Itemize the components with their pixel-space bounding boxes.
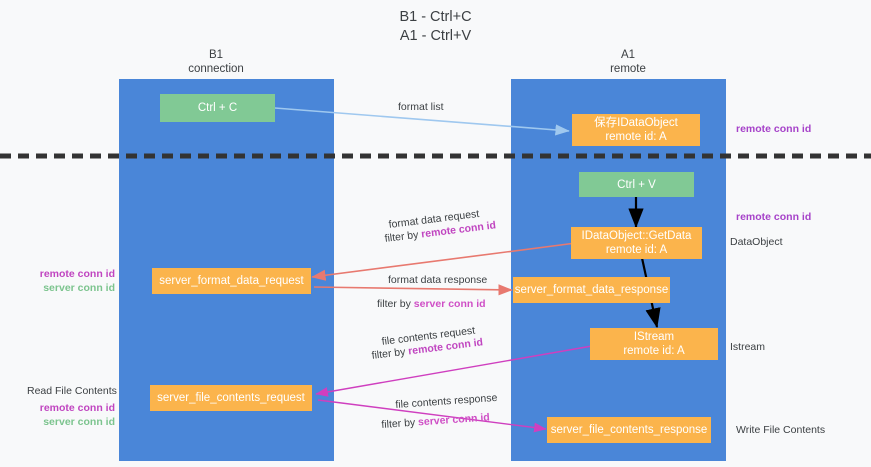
node-virtual-dataobject-line2: remote id: A: [605, 131, 667, 143]
legend-remote-conn-id: remote conn id: [39, 268, 115, 280]
node-server-file-contents-response-label: server_file_contents_response: [550, 424, 708, 436]
column-caption-b1-top: B1: [208, 49, 224, 61]
annotation-write-file-contents-text: Write File Contents: [736, 424, 826, 436]
title-line-2: A1 - Ctrl+V: [399, 28, 472, 44]
node-istream[interactable]: IStream remote id: A: [590, 328, 718, 360]
legend-conn-ids-bottom: remote conn id server conn id: [0, 402, 115, 429]
edge-label-format-list-text: format list: [398, 101, 444, 113]
annotation-istream: Istream: [730, 341, 765, 355]
column-caption-b1-bottom: connection: [188, 63, 244, 75]
edge-label-file-contents-response-text: file contents response: [395, 391, 498, 411]
column-caption-a1-top: A1: [620, 49, 636, 61]
annotation-write-file-contents: Write File Contents: [736, 424, 825, 438]
annotation-read-file-contents: Read File Contents: [27, 385, 117, 399]
column-caption-b1: B1 connection: [126, 48, 306, 76]
node-server-file-contents-response[interactable]: server_file_contents_response: [547, 417, 711, 443]
legend-conn-ids-middle: remote conn id server conn id: [0, 268, 115, 295]
annotation-read-file-contents-text: Read File Contents: [27, 385, 117, 397]
legend-server-conn-id: server conn id: [43, 415, 115, 428]
node-server-format-data-request-label: server_format_data_request: [159, 275, 304, 287]
node-virtual-dataobject[interactable]: 保存IDataObject remote id: A: [572, 114, 700, 146]
annotation-dataobject-text: DataObject: [730, 236, 783, 248]
edge-label-format-data-response-filter: filter by server conn id: [377, 298, 486, 312]
annotation-dataobject: DataObject: [730, 236, 783, 250]
annotation-remote-conn-id-top-text: remote conn id: [736, 123, 812, 135]
node-server-format-data-response-label: server_format_data_response: [514, 284, 669, 296]
edge-label-file-contents-response: file contents response: [395, 392, 498, 413]
annotation-remote-conn-id-mid-text: remote conn id: [736, 211, 812, 223]
edge-label-format-data-response: format data response: [388, 274, 487, 288]
node-server-file-contents-request[interactable]: server_file_contents_request: [150, 385, 312, 411]
filter-prefix: filter by: [377, 298, 414, 310]
page-title: B1 - Ctrl+C A1 - Ctrl+V: [0, 8, 871, 46]
column-caption-a1-bottom: remote: [610, 63, 646, 75]
filter-prefix: filter by: [381, 416, 419, 431]
node-server-file-contents-request-label: server_file_contents_request: [157, 392, 305, 404]
title-line-1: B1 - Ctrl+C: [399, 9, 472, 25]
node-idataobject-getdata-line2: remote id: A: [605, 244, 668, 256]
edge-label-file-contents-response-filter: filter by server conn id: [381, 411, 490, 432]
column-caption-a1: A1 remote: [538, 48, 718, 76]
filter-prefix: filter by: [371, 345, 409, 362]
filter-key-server-conn-id: server conn id: [413, 298, 486, 310]
node-istream-line2: remote id: A: [623, 345, 685, 357]
node-virtual-dataobject-line1: 保存IDataObject: [594, 117, 678, 129]
annotation-istream-text: Istream: [730, 341, 766, 353]
filter-key-server-conn-id: server conn id: [417, 411, 491, 429]
annotation-remote-conn-id-top: remote conn id: [736, 123, 811, 137]
node-ctrl-c-line1: Ctrl + C: [197, 102, 238, 114]
edge-label-format-list: format list: [398, 101, 444, 115]
node-ctrl-v-line1: Ctrl + V: [617, 178, 656, 191]
node-idataobject-getdata-line1: IDataObject::GetData: [581, 230, 692, 242]
legend-remote-conn-id: remote conn id: [39, 402, 115, 414]
node-server-format-data-response[interactable]: server_format_data_response: [513, 277, 670, 303]
node-idataobject-getdata[interactable]: IDataObject::GetData remote id: A: [571, 227, 702, 259]
edge-label-format-data-response-text: format data response: [388, 274, 488, 286]
node-server-format-data-request[interactable]: server_format_data_request: [152, 268, 311, 294]
legend-server-conn-id: server conn id: [43, 281, 115, 294]
annotation-remote-conn-id-mid: remote conn id: [736, 211, 811, 225]
node-istream-line1: IStream: [633, 331, 675, 343]
node-ctrl-c[interactable]: Ctrl + C: [160, 94, 275, 122]
node-ctrl-v[interactable]: Ctrl + V: [579, 172, 694, 197]
